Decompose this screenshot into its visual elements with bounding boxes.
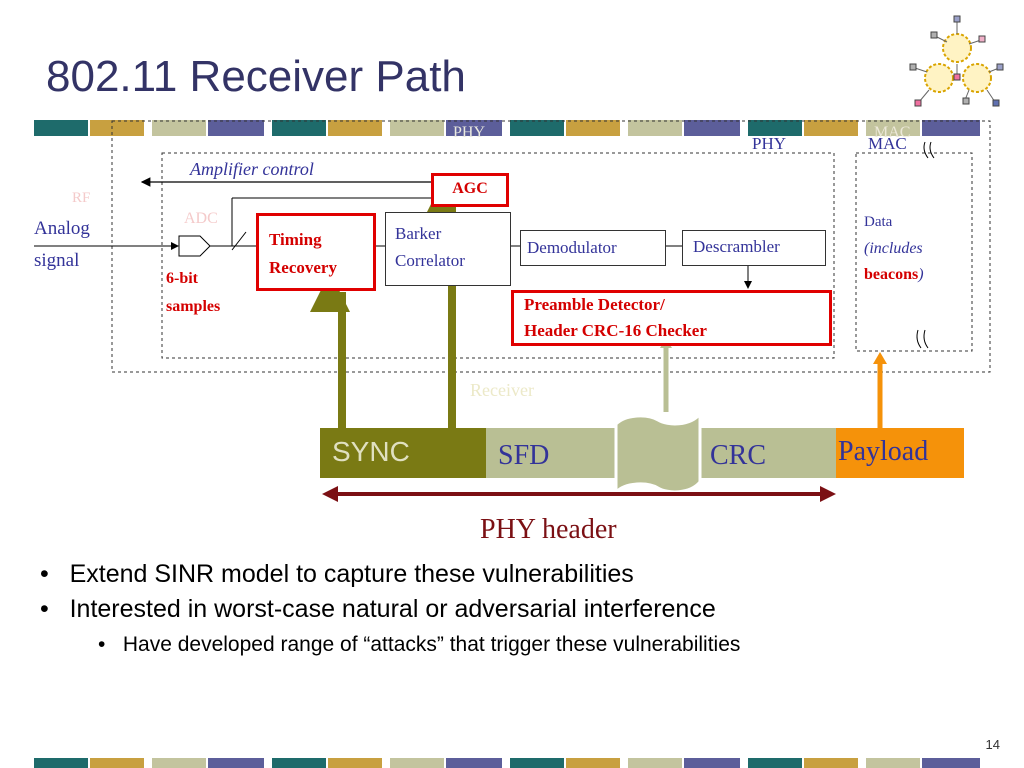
demodulator-block: Demodulator [520, 230, 666, 266]
bullet-1-text: Extend SINR model to capture these vulne… [69, 560, 634, 588]
barker-correlator-label-1: Barker [395, 224, 442, 243]
data-label-3: beacons [864, 266, 919, 283]
adc-symbol [178, 235, 211, 257]
payload-label: Payload [838, 436, 929, 467]
sfd-label: SFD [498, 440, 550, 471]
preamble-detector-label-1: Preamble Detector/ [524, 295, 665, 314]
top-color-stripe [0, 120, 1024, 136]
timing-recovery-label-2: Recovery [269, 258, 337, 277]
data-label-beacons: beacons) [864, 266, 924, 284]
receiver-label: Receiver [470, 380, 534, 400]
preamble-detector-label-2: Header CRC-16 Checker [524, 321, 707, 340]
timing-recovery-block: Timing Recovery [256, 213, 376, 291]
payload-field [836, 428, 964, 478]
phy-outline [161, 152, 835, 359]
sub-bullet-1-text: Have developed range of “attacks” that t… [122, 633, 741, 656]
bullet-2-text: Interested in worst-case natural or adve… [69, 595, 716, 623]
descrambler-block: Descrambler [682, 230, 826, 266]
network-logo [909, 15, 1004, 107]
data-label-4: ) [918, 266, 924, 283]
mac-top-label: MAC [874, 124, 911, 141]
slide-title: 802.11 Receiver Path [46, 52, 466, 101]
analog-signal-label-2: signal [34, 250, 80, 271]
sync-label: SYNC [332, 436, 410, 467]
barker-correlator-block: Barker Correlator [385, 212, 511, 286]
demodulator-label: Demodulator [527, 238, 617, 257]
frame-break-symbol [614, 409, 702, 496]
mac-outline [855, 152, 973, 352]
bullet-1: • Extend SINR model to capture these vul… [40, 560, 634, 588]
samples-label-1: 6-bit [166, 270, 198, 287]
amplifier-control-label: Amplifier control [190, 159, 314, 179]
sync-field [320, 428, 486, 478]
data-label-1: Data [864, 214, 893, 230]
data-label-2: (includes [864, 240, 923, 257]
bottom-color-stripe [0, 758, 1024, 768]
agc-block: AGC [431, 173, 509, 207]
phy-inner-label: PHY [752, 134, 787, 153]
analog-signal-label-1: Analog [34, 218, 90, 239]
agc-label: AGC [452, 180, 488, 197]
timing-recovery-label-1: Timing [269, 230, 322, 249]
preamble-detector-block: Preamble Detector/ Header CRC-16 Checker [511, 290, 832, 346]
samples-label-2: samples [166, 298, 221, 315]
crc-label: CRC [710, 440, 767, 471]
barker-correlator-label-2: Correlator [395, 251, 465, 270]
sfd-field [486, 428, 616, 478]
mac-inner-label: MAC [868, 134, 907, 153]
rf-label: RF [72, 190, 91, 206]
sub-bullet-1: • Have developed range of “attacks” that… [98, 633, 741, 656]
adc-label: ADC [184, 210, 218, 227]
phy-header-label: PHY header [480, 514, 617, 545]
crc-field [700, 428, 836, 478]
phy-top-label: PHY [453, 124, 486, 141]
descrambler-label: Descrambler [693, 237, 780, 256]
bullet-2: • Interested in worst-case natural or ad… [40, 595, 716, 623]
page-number: 14 [985, 737, 1000, 752]
